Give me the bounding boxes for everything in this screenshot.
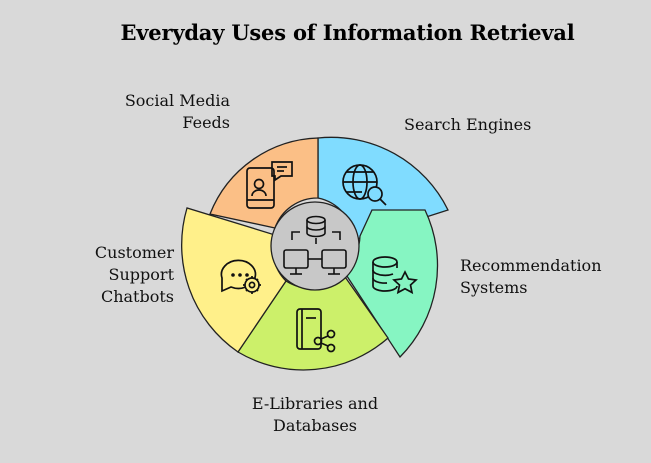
label-customer-support: Customer Support Chatbots	[94, 243, 174, 306]
database-star-icon	[372, 256, 418, 295]
label-social-media: Social Media Feeds	[124, 91, 230, 132]
globe-search-icon	[342, 164, 387, 206]
label-e-libraries: E-Libraries and Databases	[251, 394, 379, 435]
database-network-icon	[283, 215, 347, 275]
label-search-engines: Search Engines	[404, 115, 532, 134]
book-share-icon	[296, 308, 336, 353]
phone-profile-chat-icon	[246, 161, 293, 209]
center-hub	[270, 201, 360, 291]
page-title: Everyday Uses of Information Retrieval	[120, 20, 575, 45]
chat-gear-icon	[220, 259, 261, 294]
label-recommendation-systems: Recommendation Systems	[460, 256, 602, 297]
